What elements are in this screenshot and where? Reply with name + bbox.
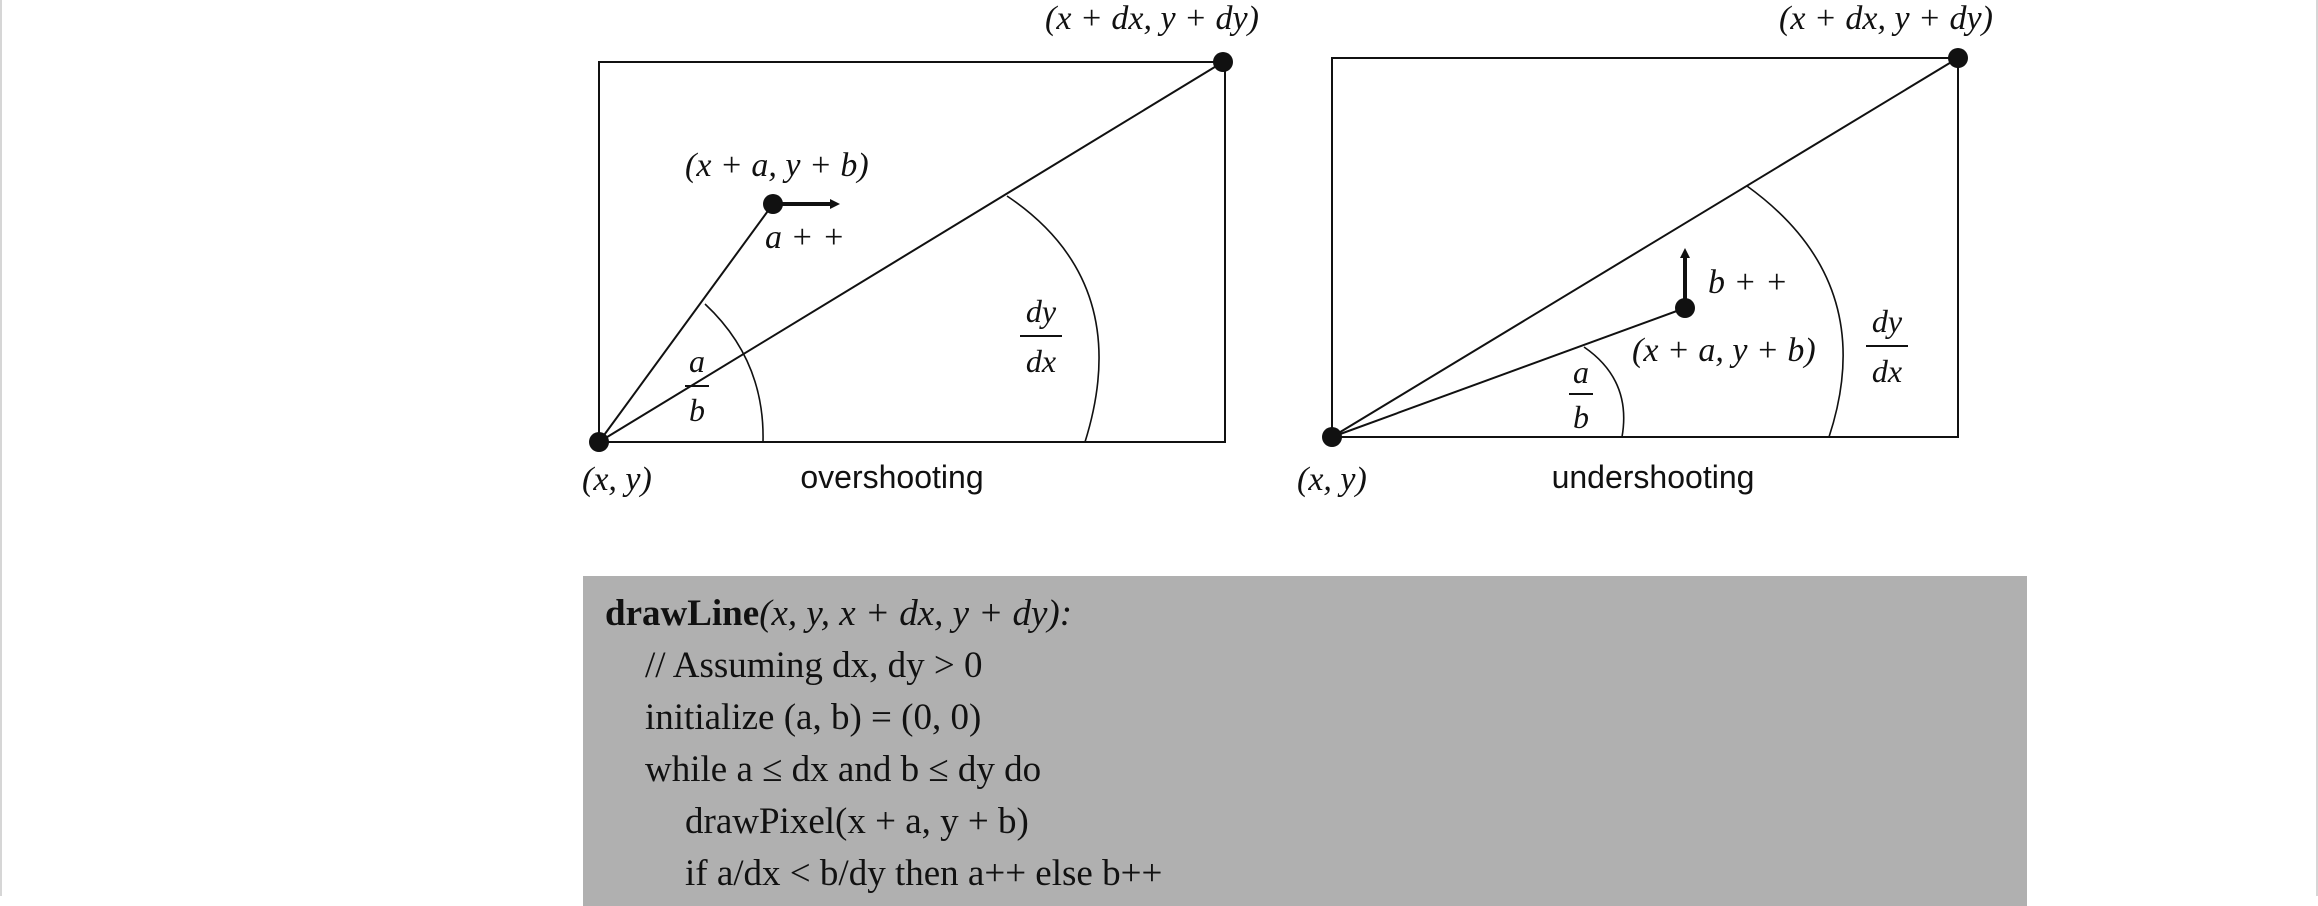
undershooting-frame — [1331, 57, 1959, 438]
overshooting-step-label: a + + — [765, 219, 845, 256]
undershooting-small-angle-arc — [1583, 346, 1625, 438]
overshooting-frame — [598, 61, 1226, 443]
overshooting-small-angle-arc — [704, 303, 764, 443]
overshooting-end-label: (x + dx, y + dy) — [1045, 0, 1259, 37]
overshooting-large-angle-arc — [1006, 195, 1100, 443]
pseudocode-box: drawLine(x, y, x + dx, y + dy): // Assum… — [583, 576, 2027, 906]
overshooting-origin-label: (x, y) — [582, 461, 652, 498]
overshooting-end-dot — [1213, 52, 1233, 72]
overshooting-small-angle-num: a — [689, 343, 705, 379]
overshooting-panel: (x + dx, y + dy) (x + a, y + b) a + + (x… — [582, 0, 1259, 498]
undershooting-end-label: (x + dx, y + dy) — [1779, 0, 1993, 37]
code-line-if: if a/dx < b/dy then a++ else b++ — [685, 853, 1163, 894]
overshooting-current-dot — [763, 194, 783, 214]
undershooting-large-angle-den: dx — [1872, 353, 1902, 389]
code-line-while: while a ≤ dx and b ≤ dy do — [645, 749, 1042, 790]
left-page-edge — [0, 0, 2, 896]
overshooting-current-line — [598, 203, 774, 443]
function-args: (x, y, x + dx, y + dy): — [759, 593, 1073, 634]
overshooting-point-label: (x + a, y + b) — [685, 147, 869, 184]
undershooting-step-label: b + + — [1708, 264, 1788, 301]
undershooting-small-angle-den: b — [1573, 399, 1589, 435]
overshooting-small-angle-den: b — [689, 392, 705, 428]
overshooting-target-line — [598, 61, 1224, 443]
function-name: drawLine — [605, 593, 760, 634]
undershooting-current-line — [1331, 307, 1686, 438]
undershooting-caption: undershooting — [1552, 459, 1755, 495]
undershooting-small-angle-num: a — [1573, 354, 1589, 390]
overshooting-large-angle-num: dy — [1026, 293, 1057, 329]
line-drawing-diagram: (x + dx, y + dy) (x + a, y + b) a + + (x… — [582, 0, 1993, 498]
undershooting-current-dot — [1675, 298, 1695, 318]
code-line-signature: drawLine(x, y, x + dx, y + dy): — [605, 588, 2027, 640]
overshooting-origin-dot — [589, 432, 609, 452]
code-line-comment: // Assuming dx, dy > 0 — [645, 645, 983, 686]
undershooting-panel: (x + dx, y + dy) b + + (x + a, y + b) (x… — [1297, 0, 1993, 498]
right-page-edge — [2316, 0, 2318, 896]
undershooting-point-label: (x + a, y + b) — [1632, 332, 1816, 369]
undershooting-end-dot — [1948, 48, 1968, 68]
undershooting-origin-label: (x, y) — [1297, 461, 1367, 498]
undershooting-large-angle-num: dy — [1872, 303, 1903, 339]
overshooting-caption: overshooting — [800, 459, 983, 495]
code-line-initialize: initialize (a, b) = (0, 0) — [645, 697, 982, 738]
undershooting-large-angle-arc — [1746, 185, 1844, 438]
code-line-draw-pixel: drawPixel(x + a, y + b) — [685, 801, 1029, 842]
undershooting-target-line — [1331, 57, 1959, 438]
overshooting-large-angle-den: dx — [1026, 343, 1056, 379]
undershooting-origin-dot — [1322, 427, 1342, 447]
